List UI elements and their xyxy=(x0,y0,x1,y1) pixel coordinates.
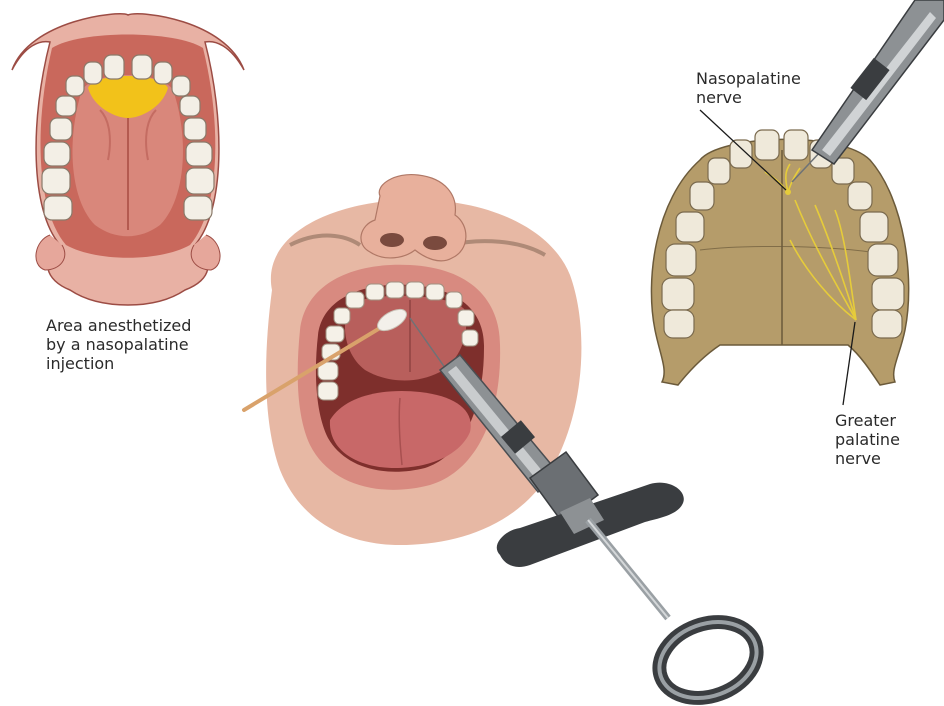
label-greater-line-1: Greater xyxy=(835,411,900,430)
label-naso-line-1: Nasopalatine xyxy=(696,69,801,88)
palate-soft-tissue-diagram xyxy=(12,14,244,305)
label-greater-palatine-nerve: Greater palatine nerve xyxy=(835,411,900,468)
nose xyxy=(361,175,466,261)
label-area-line-2: by a nasopalatine xyxy=(46,335,191,354)
bony-palate-diagram xyxy=(651,130,908,385)
label-area-anesthetized: Area anesthetized by a nasopalatine inje… xyxy=(46,316,191,373)
label-nasopalatine-nerve: Nasopalatine nerve xyxy=(696,69,801,107)
patient-face xyxy=(266,175,581,545)
label-area-line-3: injection xyxy=(46,354,191,373)
label-greater-line-2: palatine xyxy=(835,430,900,449)
label-naso-line-2: nerve xyxy=(696,88,801,107)
label-area-line-1: Area anesthetized xyxy=(46,316,191,335)
label-greater-line-3: nerve xyxy=(835,449,900,468)
